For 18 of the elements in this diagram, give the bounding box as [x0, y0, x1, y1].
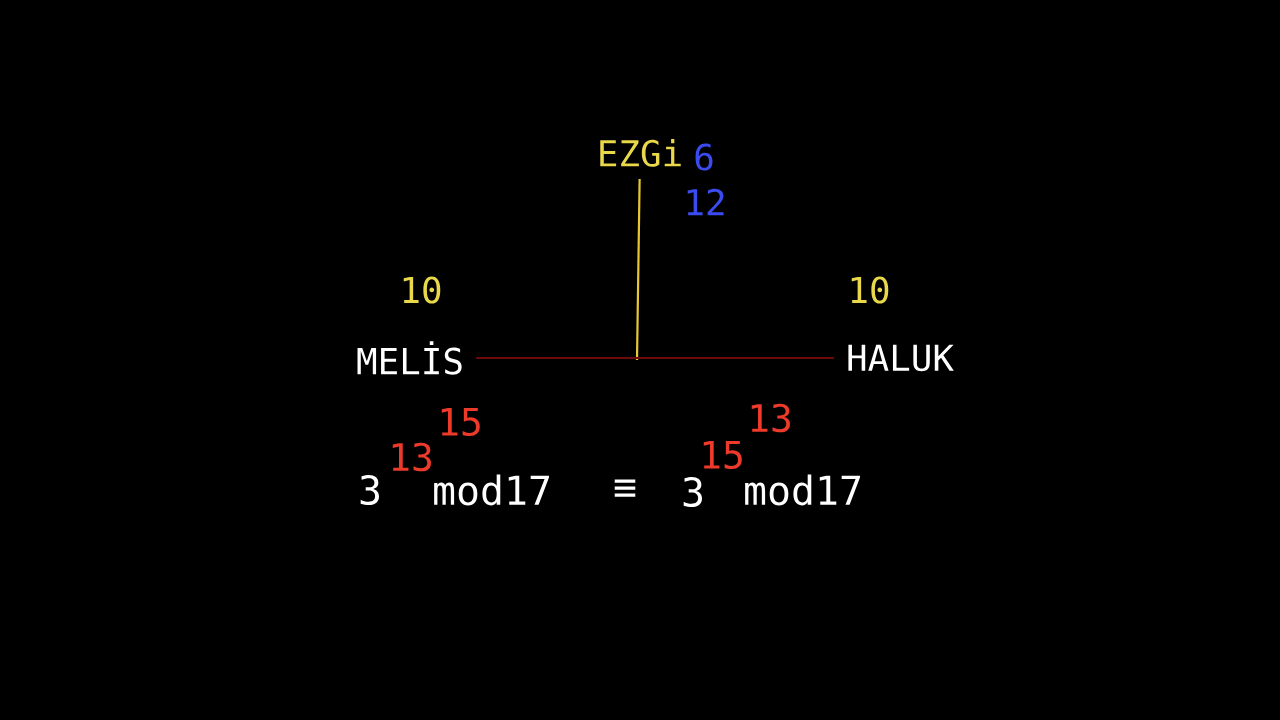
name-label: EZGi [600, 139, 681, 167]
number-label: 10 [403, 276, 441, 304]
connector-line [635, 179, 641, 360]
exponent-label: 13 [392, 442, 431, 472]
connector-line [476, 356, 834, 360]
formula-text: ≡ [614, 479, 636, 497]
number-label: 12 [687, 188, 724, 216]
exponent-label: 15 [441, 407, 480, 437]
name-label: MELİS [357, 341, 462, 375]
formula-text: mod17 [745, 474, 860, 506]
formula-text: 3 [683, 476, 702, 508]
exponent-label: 15 [703, 440, 742, 470]
formula-text: 3 [360, 474, 379, 506]
name-label: HALUK [848, 344, 954, 372]
number-label: 6 [695, 143, 713, 171]
formula-text: mod17 [434, 474, 549, 506]
number-label: 10 [851, 276, 889, 304]
exponent-label: 13 [751, 403, 790, 433]
